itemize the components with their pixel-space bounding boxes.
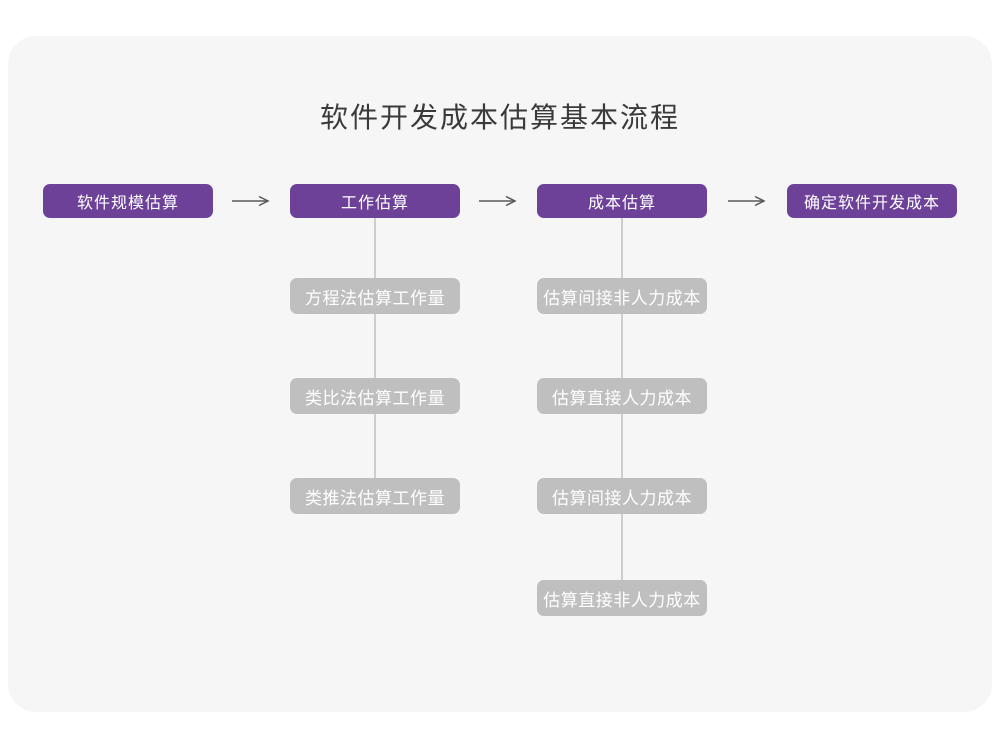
node-direct-labor-cost: 估算直接人力成本 <box>537 378 707 414</box>
node-label: 估算直接人力成本 <box>552 388 692 408</box>
node-cost-estimation: 成本估算 <box>537 184 707 218</box>
node-work-estimation: 工作估算 <box>290 184 460 218</box>
node-indirect-labor-cost: 估算间接人力成本 <box>537 478 707 514</box>
node-extrapolation-method-workload: 类推法估算工作量 <box>290 478 460 514</box>
node-equation-method-workload: 方程法估算工作量 <box>290 278 460 314</box>
node-label: 估算间接人力成本 <box>552 488 692 508</box>
node-label: 成本估算 <box>587 195 656 212</box>
right-arrow-icon <box>232 195 270 207</box>
node-label: 方程法估算工作量 <box>305 288 445 308</box>
connector-work-estimation-line <box>374 218 376 480</box>
right-arrow-icon <box>728 195 766 207</box>
diagram-card <box>8 36 992 712</box>
node-direct-non-labor-cost: 估算直接非人力成本 <box>537 580 707 616</box>
node-label: 确定软件开发成本 <box>803 195 940 212</box>
node-label: 估算间接非人力成本 <box>543 288 701 308</box>
diagram-title: 软件开发成本估算基本流程 <box>319 102 680 133</box>
node-label: 软件规模估算 <box>76 195 179 212</box>
node-analogy-method-workload: 类比法估算工作量 <box>290 378 460 414</box>
node-label: 工作估算 <box>340 195 409 212</box>
node-label: 类推法估算工作量 <box>305 488 445 508</box>
node-label: 类比法估算工作量 <box>305 388 445 408</box>
node-determine-development-cost: 确定软件开发成本 <box>787 184 957 218</box>
node-indirect-non-labor-cost: 估算间接非人力成本 <box>537 278 707 314</box>
node-software-scale-estimation: 软件规模估算 <box>43 184 213 218</box>
right-arrow-icon <box>479 195 517 207</box>
node-label: 估算直接非人力成本 <box>543 590 701 610</box>
